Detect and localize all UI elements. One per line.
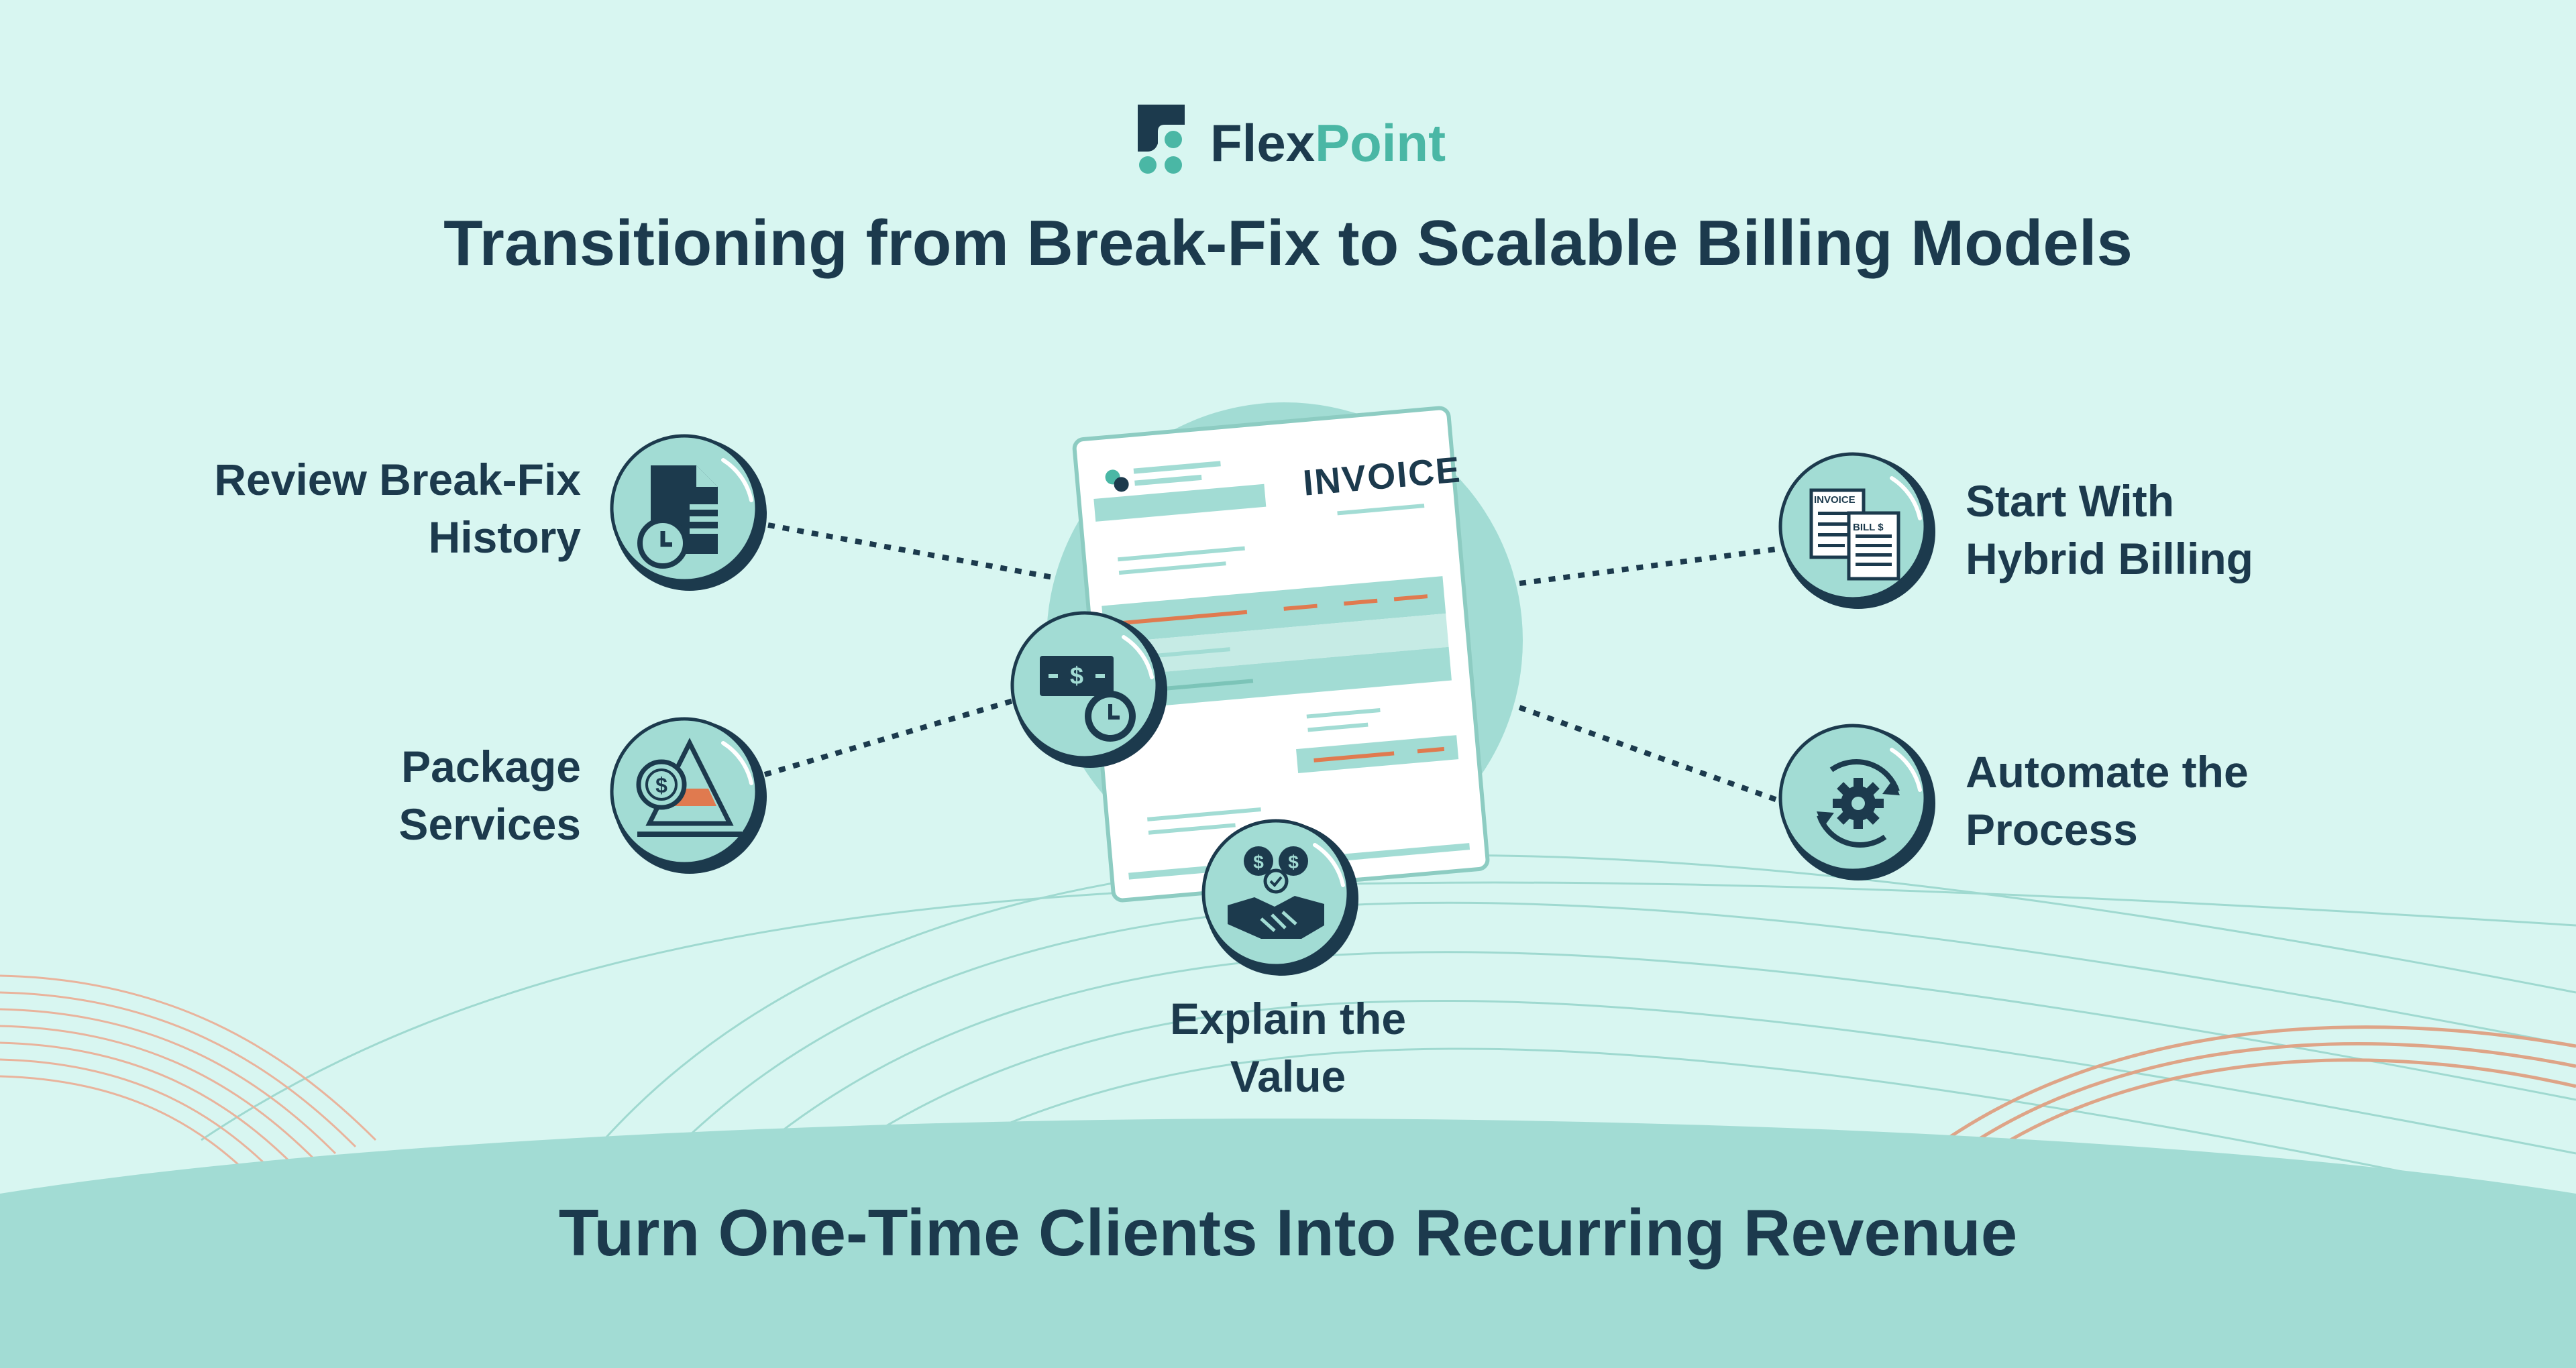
- svg-text:$: $: [1070, 662, 1083, 689]
- step-package-line1: Package: [401, 742, 581, 791]
- step-review-label: Review Break-Fix History: [134, 451, 581, 566]
- page-title: Transitioning from Break-Fix to Scalable…: [443, 207, 2133, 279]
- bottom-band: [0, 1119, 2576, 1368]
- step-review-line1: Review Break-Fix: [214, 455, 581, 504]
- step-automate-line1: Automate the: [1966, 747, 2249, 797]
- small-bill-label: BILL $: [1853, 522, 1884, 533]
- document-clock-icon: [612, 436, 767, 591]
- step-explain-label: Explain the Value: [1080, 990, 1496, 1105]
- step-hybrid-line1: Start With: [1966, 476, 2175, 526]
- step-automate-line2: Process: [1966, 805, 2138, 854]
- svg-text:$: $: [1253, 852, 1264, 872]
- step-package-line2: Services: [398, 799, 581, 849]
- step-explain-line2: Value: [1230, 1051, 1346, 1101]
- step-automate-label: Automate the Process: [1966, 743, 2435, 858]
- right-orange-lines: [1944, 1025, 2576, 1149]
- step-hybrid-label: Start With Hybrid Billing: [1966, 472, 2435, 587]
- left-orange-lines: [0, 974, 377, 1182]
- money-clock-icon: $: [1012, 613, 1167, 768]
- footer-tagline: Turn One-Time Clients Into Recurring Rev…: [558, 1196, 2018, 1269]
- svg-text:$: $: [1288, 852, 1299, 872]
- brand-name: FlexPoint: [1210, 113, 1446, 174]
- step-explain-line1: Explain the: [1169, 994, 1407, 1043]
- gear-cycle-icon: [1780, 726, 1935, 880]
- step-hybrid-line2: Hybrid Billing: [1966, 534, 2253, 583]
- brand-name-part2: Point: [1315, 113, 1446, 172]
- small-invoice-label: INVOICE: [1814, 494, 1856, 506]
- flexpoint-logo-icon: [1138, 105, 1185, 174]
- invoice-document: [1072, 406, 1490, 903]
- step-package-label: Package Services: [201, 738, 581, 853]
- handshake-dollar-icon: $ $: [1203, 821, 1358, 976]
- step-review-line2: History: [428, 512, 581, 562]
- pyramid-dollar-icon: $: [612, 719, 767, 874]
- connector-lines: [763, 522, 1782, 804]
- brand-name-part1: Flex: [1210, 113, 1316, 172]
- invoice-bill-icon: [1780, 454, 1935, 609]
- background-wave-lines: [201, 854, 2576, 1208]
- svg-text:$: $: [655, 773, 667, 797]
